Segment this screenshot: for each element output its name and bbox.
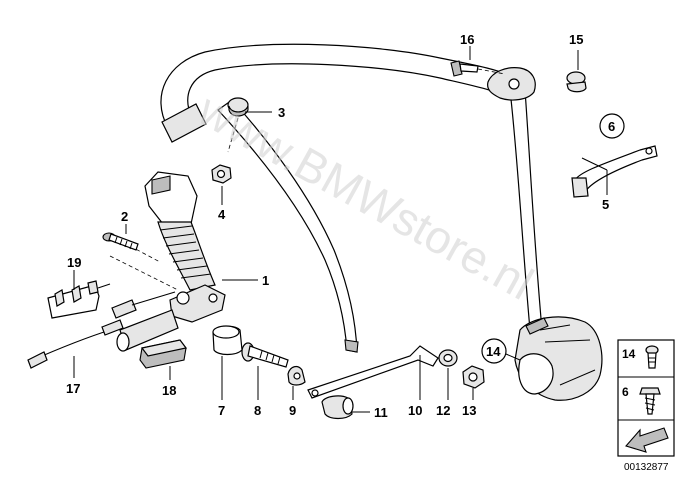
legend-screw-6-icon [639,387,661,415]
callout-3: 3 [278,105,285,120]
bolt-16 [450,60,506,77]
callout-11: 11 [374,405,388,420]
callout-7: 7 [218,403,225,418]
callout-14-circle [481,338,507,364]
cover-18 [139,339,188,369]
washer-12 [438,349,458,367]
callout-6-circle [599,113,625,139]
cap-3 [227,97,249,153]
callout-13: 13 [462,403,476,418]
callout-14: 14 [486,344,501,359]
upper-anchor-plate [487,67,536,101]
buckle-assembly-1 [109,171,226,352]
legend-screw-14-icon [645,345,659,369]
cable-17 [27,319,124,369]
guide-bracket-5 [571,145,658,198]
callout-15: 15 [569,32,583,47]
bracket-19 [47,280,111,319]
callout-10: 10 [408,403,422,418]
callout-17: 17 [66,381,80,396]
screw-2 [102,232,139,251]
spacer-sleeve-15 [566,71,587,93]
callout-2: 2 [121,209,128,224]
parts-legend: 14 6 00132877 [617,339,675,473]
nut-4 [211,164,232,184]
callout-12: 12 [436,403,450,418]
document-id: 00132877 [624,462,669,473]
callout-6: 6 [608,119,615,134]
belt-retractor [514,316,603,401]
belt-rod-10 [307,345,439,399]
legend-label-6: 6 [622,385,629,399]
washer-9 [287,365,306,386]
arrow-icon [625,427,669,453]
callout-5: 5 [602,197,609,212]
legend-label-14: 14 [622,347,636,361]
callout-19: 19 [67,255,81,270]
callout-1: 1 [262,273,269,288]
watermark-text: www.BMWstore.nl [189,83,541,310]
sleeve-7 [212,325,243,356]
bolt-8 [241,342,289,368]
callout-labels: 1 2 3 4 5 6 7 8 9 10 11 12 13 14 15 16 1… [66,32,625,420]
callout-18: 18 [162,383,176,398]
callout-4: 4 [218,207,226,222]
callout-8: 8 [254,403,261,418]
callout-9: 9 [289,403,296,418]
leader-lines [73,46,608,413]
sleeve-11 [321,395,354,420]
nut-13 [462,365,485,389]
callout-16: 16 [460,32,474,47]
